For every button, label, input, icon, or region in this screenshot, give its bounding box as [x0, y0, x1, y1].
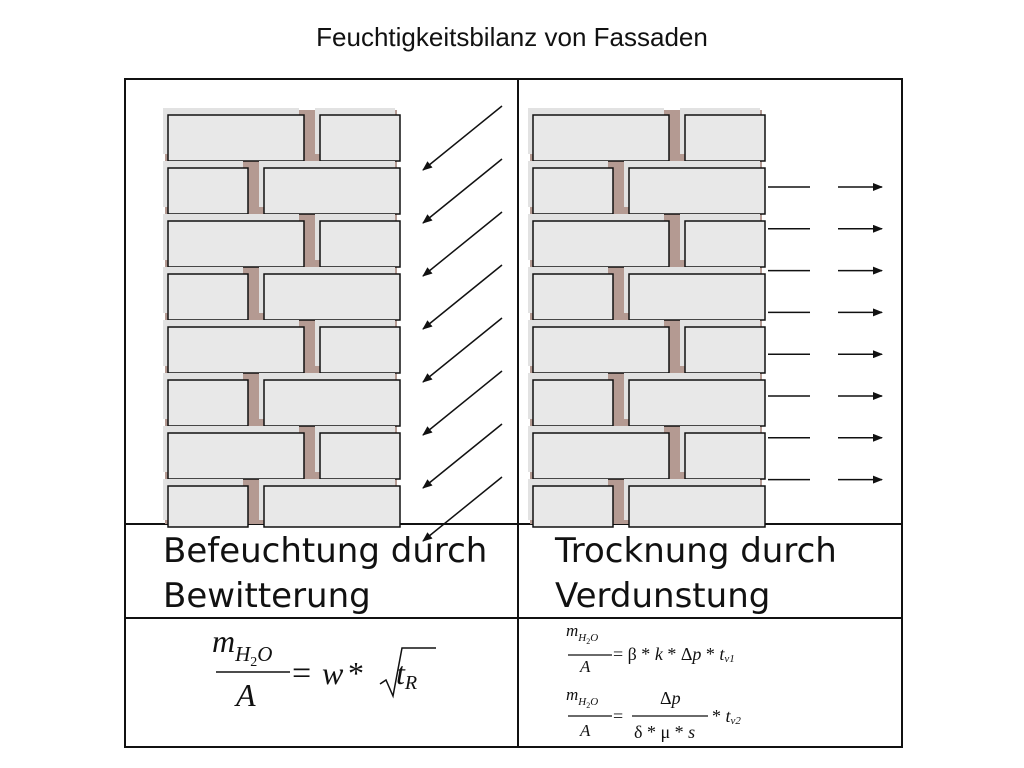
caption-left-line1: Befeuchtung durch: [163, 531, 487, 571]
f3-sub-o: O: [590, 696, 598, 708]
brick: [319, 326, 401, 374]
svg-text:δ * μ * s: δ * μ * s: [634, 722, 695, 742]
brick: [263, 379, 401, 427]
rain-arrow: [422, 423, 503, 489]
brick: [319, 220, 401, 268]
svg-text:Δp: Δp: [660, 688, 681, 708]
f1-sub-2: 2: [250, 655, 257, 670]
caption-right-line2: Verdunstung: [555, 576, 770, 616]
brick: [167, 273, 249, 321]
brick: [532, 273, 614, 321]
formula-drying-1: mH2O A = β * k * Δp * tv1: [566, 621, 735, 676]
brick-wall-right: [528, 108, 766, 528]
f3-s: s: [688, 722, 695, 742]
brick: [319, 114, 401, 162]
f2-m: m: [566, 621, 578, 640]
brick: [532, 220, 670, 268]
brick: [532, 114, 670, 162]
brick-wall-left: [163, 108, 401, 528]
brick: [684, 326, 766, 374]
caption-right-line1: Trocknung durch: [554, 531, 837, 571]
f1-t: t: [396, 655, 406, 691]
f2-t: t: [719, 644, 725, 664]
f1-w: w: [322, 655, 344, 691]
f2-p: p: [690, 644, 701, 664]
caption-left-line2: Bewitterung: [163, 576, 371, 616]
brick: [263, 273, 401, 321]
rain-arrow: [422, 264, 503, 330]
svg-text:tR: tR: [396, 655, 417, 694]
rain-arrow: [422, 476, 503, 542]
f1-sub-h: H: [234, 642, 252, 666]
brick: [628, 379, 766, 427]
rain-arrow: [422, 370, 503, 436]
f3-delta: Δ: [660, 688, 672, 708]
svg-text:mH2O: mH2O: [566, 685, 598, 710]
brick: [628, 273, 766, 321]
f2-mid: * Δ: [663, 644, 693, 664]
f3-t: t: [726, 706, 732, 726]
rain-arrow: [422, 211, 503, 277]
brick: [684, 432, 766, 480]
brick: [532, 379, 614, 427]
f3-den-prefix: δ * μ *: [634, 722, 688, 742]
f3-denominator: A: [579, 721, 591, 740]
rain-arrow: [422, 317, 503, 383]
f2-t-sub: v1: [724, 653, 734, 665]
page-title: Feuchtigkeitsbilanz von Fassaden: [316, 22, 708, 52]
brick: [532, 167, 614, 215]
f2-sub-h: H: [577, 632, 587, 644]
rain-arrows: [422, 105, 503, 542]
brick: [167, 432, 305, 480]
formula-drying-2: mH2O A = Δp δ * μ * s * tv2: [566, 685, 741, 742]
f1-m: m: [212, 623, 235, 659]
f2-sub-2: 2: [586, 637, 590, 646]
brick: [263, 485, 401, 528]
f1-sub-o: O: [257, 642, 272, 666]
f3-p: p: [670, 688, 681, 708]
brick: [628, 485, 766, 528]
f3-star: *: [712, 706, 726, 726]
f3-sub-h: H: [577, 696, 587, 708]
brick: [167, 485, 249, 528]
svg-text:* tv2: * tv2: [712, 706, 741, 727]
evaporation-arrows: [768, 183, 883, 484]
rain-arrow: [422, 158, 503, 224]
f1-equals: =: [292, 655, 311, 692]
f1-star: *: [348, 655, 364, 691]
f2-sub-o: O: [590, 632, 598, 644]
svg-text:mH2O: mH2O: [212, 623, 272, 670]
f3-equals: =: [613, 706, 623, 726]
brick: [167, 220, 305, 268]
brick: [167, 326, 305, 374]
brick: [532, 432, 670, 480]
brick: [684, 114, 766, 162]
brick: [532, 326, 670, 374]
f1-denominator: A: [234, 677, 256, 713]
svg-text:mH2O: mH2O: [566, 621, 598, 646]
brick: [263, 167, 401, 215]
formula-wetting: mH2O A = w * tR: [212, 623, 436, 713]
f2-k: k: [655, 644, 664, 664]
brick: [684, 220, 766, 268]
f2-star: *: [701, 644, 719, 664]
f1-sqrt-sign: [379, 647, 436, 699]
brick: [532, 485, 614, 528]
brick: [628, 167, 766, 215]
f3-t-sub: v2: [731, 715, 742, 727]
frame-outer: [124, 78, 903, 748]
f3-m: m: [566, 685, 578, 704]
svg-text:= β * k * Δp * tv1: = β * k * Δp * tv1: [613, 644, 735, 665]
brick: [167, 167, 249, 215]
brick: [167, 379, 249, 427]
rain-arrow: [422, 105, 503, 171]
f3-sub-2: 2: [586, 701, 590, 710]
brick: [167, 114, 305, 162]
f2-denominator: A: [579, 657, 591, 676]
f1-t-sub: R: [404, 672, 417, 694]
f2-rhs-prefix: = β *: [613, 644, 655, 664]
brick: [319, 432, 401, 480]
